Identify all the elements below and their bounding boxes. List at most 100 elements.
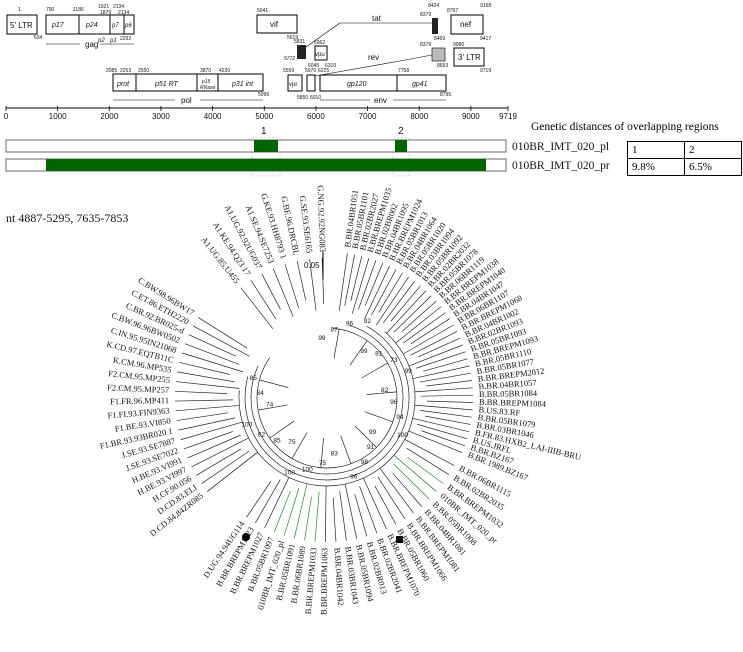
vpu-box — [314, 45, 328, 61]
tree-leaf-label: B.US.83.RF — [478, 404, 521, 417]
axis-tick-label: 4000 — [204, 112, 222, 121]
track-pl-segment-2 — [395, 140, 407, 152]
tree-branch — [395, 306, 442, 344]
tree-branch — [363, 477, 387, 530]
vif-label: vif — [270, 20, 279, 29]
svg-text:8795: 8795 — [440, 92, 451, 98]
bootstrap-value: 82 — [258, 432, 266, 439]
tree-branch — [258, 404, 288, 411]
tree-branch — [284, 264, 300, 309]
tree-branch — [414, 387, 473, 393]
svg-text:4230: 4230 — [219, 68, 230, 74]
bootstrap-value: 82 — [381, 387, 389, 394]
tree-branch — [383, 281, 415, 324]
tree-branch — [407, 456, 444, 484]
tree-branch — [392, 473, 422, 507]
tree-branch — [366, 391, 397, 395]
svg-text:8379: 8379 — [420, 42, 431, 48]
tree-leaf-label: B.BR.05BR1084 — [479, 388, 538, 399]
axis-tick-label: 7000 — [359, 112, 377, 121]
tree-branch — [351, 258, 370, 314]
tree-branch — [412, 365, 470, 380]
svg-text:1921: 1921 — [98, 4, 109, 10]
svg-text:2085: 2085 — [106, 68, 117, 74]
tree-branch — [426, 380, 472, 387]
tree-branch — [325, 485, 327, 542]
tree-branch — [393, 454, 437, 492]
distance-table: 1 2 9.8% 6.5% — [627, 141, 742, 176]
svg-text:5096: 5096 — [258, 92, 269, 98]
svg-text:5831: 5831 — [294, 39, 305, 45]
tree-branch — [188, 334, 237, 357]
p7-label: p7 — [111, 23, 119, 29]
tree-branch — [187, 434, 241, 459]
tree-branch — [180, 421, 243, 440]
p1-label: p1 — [109, 38, 117, 44]
svg-text:8653: 8653 — [437, 63, 448, 69]
bootstrap-value: 99 — [318, 335, 326, 342]
svg-text:1186: 1186 — [73, 7, 84, 13]
svg-text:8797: 8797 — [447, 8, 458, 14]
ltr3-label: 3' LTR — [458, 53, 481, 62]
tree-branch — [375, 276, 409, 326]
table-row: 9.8% 6.5% — [627, 158, 742, 176]
tree-branch — [417, 423, 468, 440]
tree-branch — [184, 343, 240, 365]
tree-branch — [393, 463, 430, 500]
tree-branch — [259, 379, 289, 388]
svg-text:2253: 2253 — [120, 68, 131, 74]
recombination-panel: 1 2 010BR_IMT_020_pl 010BR_IMT_020_pr — [5, 126, 610, 177]
tree-branch — [404, 439, 455, 466]
tree-backbone — [244, 325, 410, 481]
pol-label: pol — [181, 96, 192, 105]
track-pr-segment — [46, 159, 486, 171]
svg-text:634: 634 — [34, 35, 43, 41]
tree-branch — [350, 256, 363, 301]
bootstrap-value: 73 — [390, 357, 398, 364]
bootstrap-value: 87 — [331, 326, 339, 333]
p17-label: p17 — [51, 22, 65, 29]
tree-branch — [309, 259, 317, 311]
tree-branch — [344, 254, 355, 306]
ltr5-label: 5' LTR — [10, 21, 33, 30]
svg-text:5041: 5041 — [257, 8, 268, 14]
tree-leaf-label: G.NG.92.92NG083 — [316, 185, 328, 252]
tree-branch — [264, 477, 290, 528]
tree-branch — [320, 437, 324, 468]
svg-text:5619: 5619 — [287, 35, 298, 41]
tat-label: tat — [372, 14, 382, 23]
p31int-label: p31 int — [231, 81, 254, 88]
tree-branch — [420, 410, 472, 418]
tree-branch — [359, 486, 378, 534]
tree-branch — [378, 272, 403, 313]
region-2-label: 2 — [398, 126, 404, 137]
region-1-frame — [251, 137, 281, 177]
tree-branch — [291, 432, 308, 459]
svg-text:1879: 1879 — [100, 10, 111, 16]
ltr5-box — [6, 14, 38, 35]
axis-tick-label: 9719 — [499, 112, 517, 121]
gp120-label: gp120 — [347, 81, 367, 88]
svg-text:6062: 6062 — [314, 40, 325, 46]
tree-branch — [250, 280, 277, 320]
svg-text:3870: 3870 — [200, 68, 211, 74]
tree-branch — [349, 340, 368, 366]
tree-branch — [423, 358, 468, 372]
tree-branch — [379, 468, 414, 514]
nef-label: nef — [460, 20, 472, 29]
bootstrap-value: 96 — [346, 320, 354, 327]
tree-branch — [196, 448, 242, 476]
bootstrap-value: 96 — [390, 399, 398, 406]
svg-text:790: 790 — [46, 7, 55, 13]
tree-backbone — [238, 331, 416, 487]
tree-branch — [207, 451, 258, 492]
tree-branch — [419, 372, 471, 383]
axis-tick-label: 0 — [4, 112, 9, 121]
svg-text:2134: 2134 — [113, 4, 124, 10]
tree-leaves: B.BR.04BR1051B.BR.05BR1101B.BR.02BR2027B… — [99, 185, 582, 615]
tree-branches — [175, 253, 473, 543]
tree-branch — [406, 447, 450, 475]
tree-branch — [181, 352, 244, 373]
